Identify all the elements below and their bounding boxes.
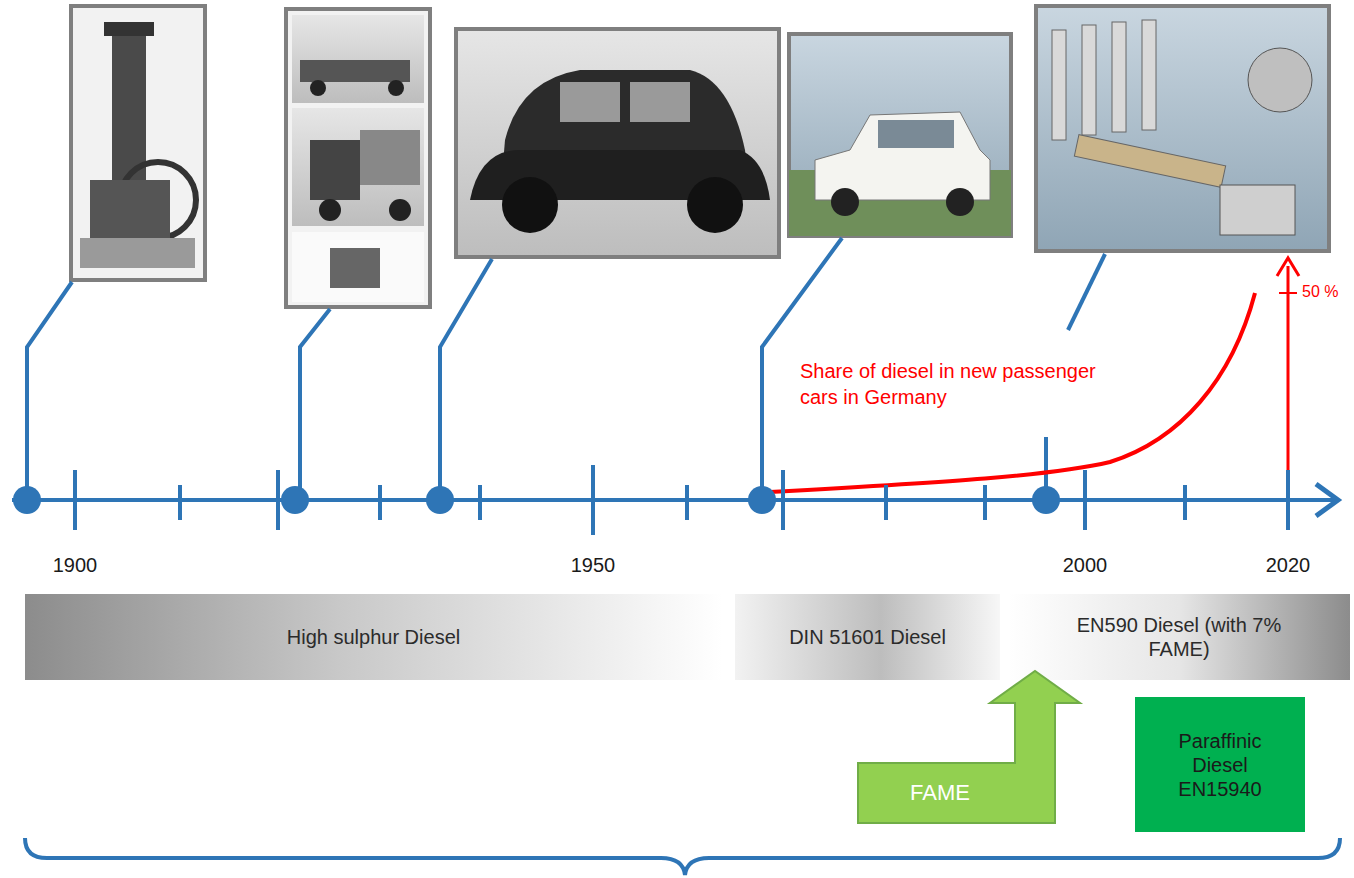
fame-arrow: FAME xyxy=(855,668,1085,826)
share-curve xyxy=(770,258,1299,530)
time-axis xyxy=(12,465,1338,535)
year-label: 2000 xyxy=(1045,552,1125,578)
arrow-outline xyxy=(858,671,1080,823)
truck-picture xyxy=(286,9,430,307)
node-text: FAME xyxy=(865,765,1015,821)
fuel-band: EN590 Diesel (with 7% FAME) xyxy=(1008,594,1350,680)
timeline-dot xyxy=(13,486,1060,514)
year-label: 2020 xyxy=(1248,552,1328,578)
arrow-shape xyxy=(855,668,1085,826)
year-label: 1950 xyxy=(553,552,633,578)
axis-value: 50 % xyxy=(1302,282,1350,303)
node-text: DIN 51601 Diesel xyxy=(789,625,946,649)
year-label: 1900 xyxy=(35,552,115,578)
fuel-box: Paraffinic Diesel EN15940 xyxy=(1135,697,1305,832)
fuel-band: DIN 51601 Diesel xyxy=(735,594,1000,680)
car-picture xyxy=(456,29,779,257)
engine-picture xyxy=(71,6,205,280)
brace xyxy=(25,838,1340,875)
node-text: Paraffinic Diesel EN15940 xyxy=(1163,729,1278,801)
node-text: EN590 Diesel (with 7% FAME) xyxy=(1059,613,1299,661)
car-picture xyxy=(789,34,1011,236)
node-text: High sulphur Diesel xyxy=(287,625,460,649)
injection-system-picture xyxy=(1036,6,1329,251)
chart-caption: Share of diesel in new passenger cars in… xyxy=(800,358,1130,410)
fuel-band: High sulphur Diesel xyxy=(25,594,722,680)
